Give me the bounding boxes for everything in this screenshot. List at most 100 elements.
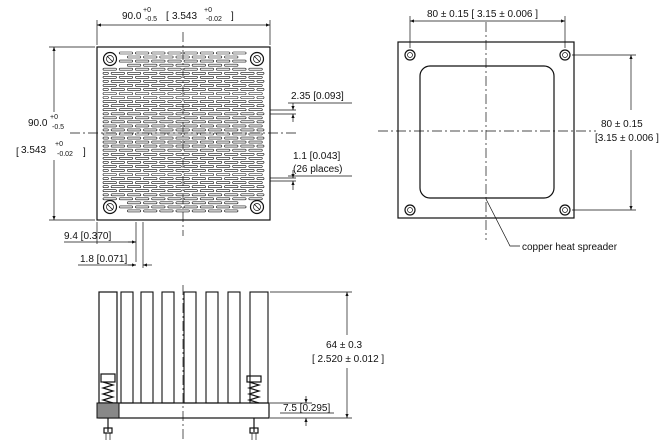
fin-slots [102,51,265,213]
fin-slot [102,181,117,184]
side-spring-screw-right [246,375,262,440]
fin-slot [256,112,265,116]
fin-slot [135,148,150,152]
fin-slot [167,67,182,71]
top-width-label: 90.0 [122,11,142,22]
fin-slot [102,185,109,188]
fin-slot [240,112,255,116]
fin-slot [216,148,231,152]
fin-slot [110,177,125,180]
fin-slot [102,72,109,75]
corner-screw-bl [102,199,118,215]
fin-slot [167,116,182,120]
fin-slot [232,173,247,176]
fin-slot [199,67,214,71]
fin-slot [151,173,166,176]
fin-slot [256,128,265,132]
fin-slot [143,104,158,107]
fin-slot [240,96,255,99]
fin-slot [256,96,265,99]
side-height-label: 64 ± 0.3 [326,340,363,351]
fin-slot [110,112,125,116]
fin-slot [256,88,265,91]
fin-slot [183,181,198,184]
fin-slot [151,140,166,144]
fin-slot [208,80,223,83]
fin-slot [208,88,223,91]
fin-slot [216,67,231,71]
fin-slot [102,112,109,116]
fin-slot [110,88,125,91]
fin-slot [127,209,142,213]
fin-slot [232,140,247,144]
fin-slot [118,140,133,144]
fin-slot [191,144,206,148]
fin-slot [118,124,133,128]
top-width-tol-minus: -0.5 [145,16,157,23]
fin-slot [102,84,117,87]
pin-dia-label: 1.8 [0.071] [80,254,127,265]
fin-slot [216,165,231,168]
fin-slot [143,80,158,83]
bottom-view: 80 ± 0.15 [ 3.15 ± 0.006 ] 80 ± 0.15 [3.… [378,9,659,253]
fin-slot [118,181,133,184]
fin-slot [175,136,190,140]
fin-slot [248,197,263,201]
fin-slot [102,92,117,95]
fin-slot [216,108,231,111]
fin-slot [118,173,133,176]
fin-slot [224,55,239,59]
fin-slot [151,76,166,79]
fin-slot [151,205,166,209]
fin-slot [248,84,263,87]
fin-slot [135,76,150,79]
side-base-plate [98,402,270,419]
fin-slot [143,193,158,197]
fin-slot [143,153,158,156]
fin-slot [199,132,214,136]
fin-slot [127,120,142,124]
fin-slot [208,177,223,180]
fin-slot [216,205,231,209]
fin-slot [118,148,133,152]
copper-heat-spreader [419,65,555,199]
fin-slot [191,120,206,124]
fin-slot [127,112,142,116]
top-width-tol-plus: +0 [143,7,151,14]
top-height-inch: 3.543 [21,145,46,156]
fin-slot [248,108,263,111]
fin-slot [183,165,198,168]
copper-heat-spreader-label: copper heat spreader [522,242,618,253]
fin-slot [151,51,166,55]
fin-slot [232,197,247,201]
fin-slot [135,84,150,87]
fin-slot [183,140,198,144]
fin-slot [127,153,142,156]
fin-slot [248,92,263,95]
fin-slot [102,76,117,79]
fin-slot [135,157,150,160]
fin-slot [191,161,206,164]
fin-slot [135,181,150,184]
fin-slot [183,205,198,209]
fin-slot [191,80,206,83]
fin-slot [167,189,182,192]
fin-slot [143,112,158,116]
fin-slot [102,148,117,152]
fin-slot [208,72,223,75]
fin-slot [159,209,174,213]
fin-slot [224,63,239,67]
fin-slot [167,51,182,55]
fin-slot [183,84,198,87]
fin-slot [127,144,142,148]
fin-slot [110,193,125,197]
fin-slot [191,201,206,205]
fin-slot [151,100,166,103]
fin-slot [199,76,214,79]
fin-slot [248,148,263,152]
fin-slot [232,100,247,103]
fin-slot [183,189,198,192]
fin-slot [110,185,125,188]
fin-slot [232,124,247,128]
fin-slot [143,201,158,205]
